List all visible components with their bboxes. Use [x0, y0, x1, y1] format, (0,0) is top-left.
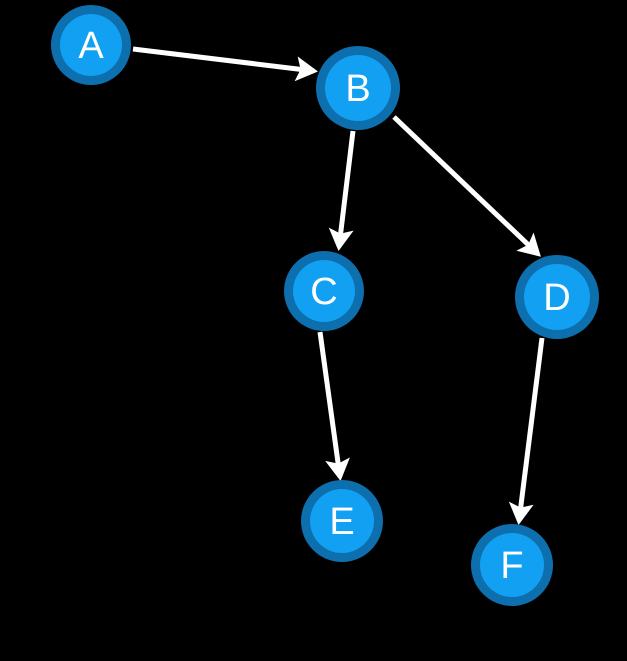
node-c-label: C [310, 271, 337, 313]
node-c[interactable]: C [284, 251, 364, 331]
node-a-label: A [78, 25, 104, 67]
node-d-fill [524, 264, 590, 330]
edge-group [132, 46, 545, 525]
edge-b-d[interactable] [392, 115, 541, 257]
node-b[interactable]: B [316, 46, 400, 130]
node-e[interactable]: E [301, 480, 383, 562]
node-a-fill [60, 14, 122, 76]
node-group: A B C D E [51, 5, 599, 606]
edge-a-b[interactable] [132, 46, 318, 82]
edge-c-e[interactable] [317, 331, 350, 481]
node-e-label: E [329, 501, 354, 543]
node-b-fill [325, 55, 391, 121]
node-d-label: D [543, 277, 570, 319]
node-d[interactable]: D [515, 255, 599, 339]
edge-d-f[interactable] [508, 337, 545, 525]
node-a[interactable]: A [51, 5, 131, 85]
node-b-label: B [345, 68, 370, 110]
edge-b-c[interactable] [328, 130, 356, 251]
node-e-fill [310, 489, 374, 553]
node-c-fill [293, 260, 355, 322]
node-f-label: F [500, 545, 523, 587]
node-f[interactable]: F [471, 524, 553, 606]
node-f-fill [480, 533, 544, 597]
